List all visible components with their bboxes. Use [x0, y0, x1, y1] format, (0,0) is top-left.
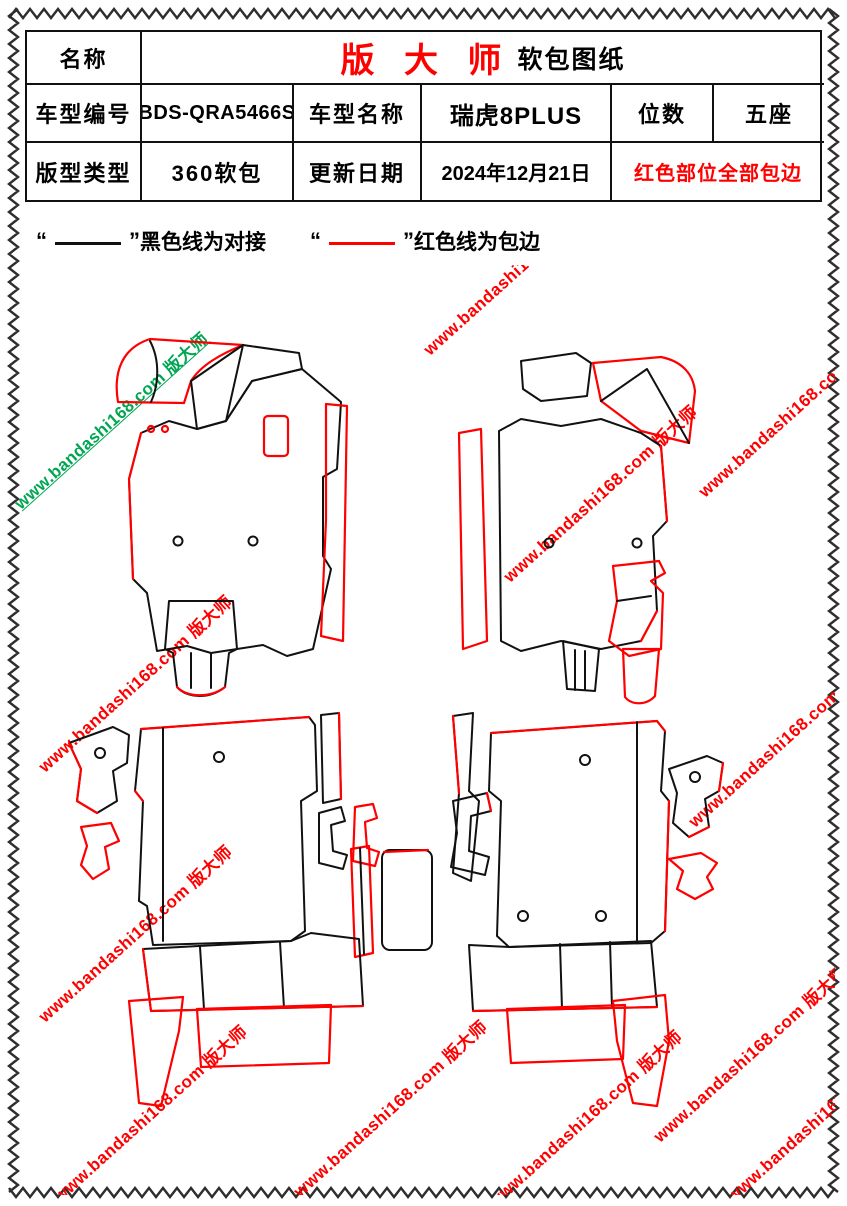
watermark-text: www.bandashi168.com 版大师: [684, 647, 835, 832]
doc-type-title: 软包图纸: [517, 45, 626, 74]
seats-label-cell: 位数: [612, 85, 714, 143]
watermark-text: www.bandashi168.com 版大师: [694, 317, 835, 502]
watermark-text: www.bandashi168.com 版大师: [34, 842, 237, 1027]
pattern-type-label-cell: 版型类型: [27, 143, 142, 200]
legend-close-quote-1: ”: [129, 228, 140, 253]
watermark-text: www.bandashi168.com 版大师: [12, 329, 213, 514]
model-code-value-cell: BDS-QRA5466S: [142, 85, 294, 143]
legend-open-quote-2: “: [310, 228, 321, 253]
red-line-label: 红色线为包边: [414, 231, 540, 254]
legend-close-quote-2: ”: [403, 228, 414, 253]
seats-value-cell: 五座: [714, 85, 824, 143]
watermark-text: www.bandashi168.com 版大师: [419, 265, 622, 360]
update-date-value-cell: 2024年12月21日: [422, 143, 612, 200]
model-name-label-cell: 车型名称: [294, 85, 422, 143]
name-label-cell: 名称: [27, 32, 142, 85]
edge-note-cell: 红色部位全部包边: [634, 163, 802, 185]
model-name-value-cell: 瑞虎8PLUS: [422, 85, 612, 143]
pattern-type-value-cell: 360软包: [142, 143, 294, 200]
watermark-text: www.bandashi168.com 版大师: [34, 592, 237, 777]
update-date-label-cell: 更新日期: [294, 143, 422, 200]
watermark-text: www.bandashi168.com 版大师: [484, 1027, 687, 1195]
black-line-sample: [55, 241, 121, 245]
drawing-area: www.bandashi168.com 版大师 www.bandashi168.…: [12, 265, 835, 1195]
watermark-text: www.bandashi168.com 版大师: [499, 402, 702, 587]
red-line-sample: [329, 241, 395, 245]
legend: “ ” 黑色线为对接 “ ” 红色线为包边: [36, 226, 540, 256]
legend-open-quote-1: “: [36, 228, 47, 253]
watermark-text: www.bandashi168.com 版大师: [49, 1022, 252, 1195]
model-code-label-cell: 车型编号: [27, 85, 142, 143]
watermark-text: www.bandashi168.com 版大师: [289, 1017, 492, 1195]
watermark-text: www.bandashi168.com 版大师: [722, 1022, 835, 1195]
header-table: 名称 版 大 师 软包图纸 车型编号 BDS-QRA5466S 车型名称 瑞虎8…: [25, 30, 824, 202]
title-cell: 版 大 师 软包图纸: [142, 32, 824, 85]
brand-title: 版 大 师: [340, 42, 512, 80]
black-line-label: 黑色线为对接: [140, 231, 266, 254]
